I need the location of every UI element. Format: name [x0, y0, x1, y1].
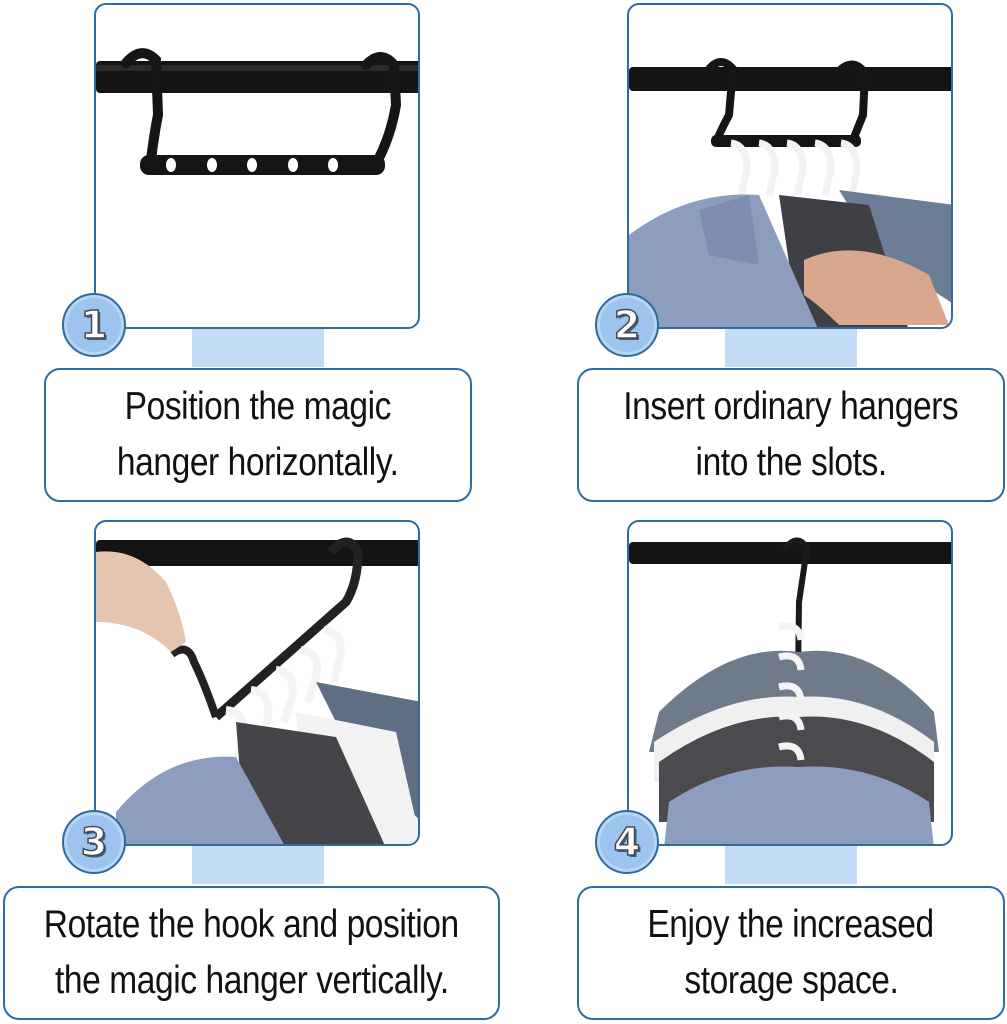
vertical-hanger-illustration: [629, 537, 951, 844]
insert-hangers-illustration: [629, 58, 951, 327]
step-2-image: [627, 3, 953, 329]
step-3-connector: [192, 846, 324, 884]
step-3-badge: 3: [62, 810, 126, 874]
step-number: 1: [80, 303, 108, 347]
hanger-horizontal-illustration: [96, 48, 418, 175]
caption-line: Enjoy the increased: [647, 903, 935, 946]
step-number: 2: [613, 303, 641, 347]
step-4-connector: [725, 846, 857, 884]
caption-line: into the slots.: [695, 441, 887, 484]
step-1-badge: 1: [62, 293, 126, 357]
rotate-hook-illustration: [96, 537, 418, 844]
caption-line: hanger horizontally.: [117, 441, 399, 484]
step-3-image: [94, 520, 420, 846]
step-4-caption: Enjoy the increased storage space.: [577, 886, 1005, 1020]
caption-line: storage space.: [683, 959, 898, 1002]
step-2-caption: Insert ordinary hangers into the slots.: [577, 368, 1005, 502]
step-1-connector: [192, 329, 324, 367]
step-4-image: [627, 520, 953, 846]
step-4-badge: 4: [595, 810, 659, 874]
caption-line: Position the magic: [124, 385, 392, 428]
step-number: 3: [80, 820, 108, 864]
caption-line: Insert ordinary hangers: [623, 385, 959, 428]
step-number: 4: [613, 820, 641, 864]
step-1-image: [94, 3, 420, 329]
step-2-badge: 2: [595, 293, 659, 357]
step-2-connector: [725, 329, 857, 367]
caption-line: Rotate the hook and position: [44, 903, 459, 946]
step-3-caption: Rotate the hook and position the magic h…: [3, 886, 500, 1020]
step-1-caption: Position the magic hanger horizontally.: [44, 368, 472, 502]
caption-line: the magic hanger vertically.: [54, 959, 449, 1002]
